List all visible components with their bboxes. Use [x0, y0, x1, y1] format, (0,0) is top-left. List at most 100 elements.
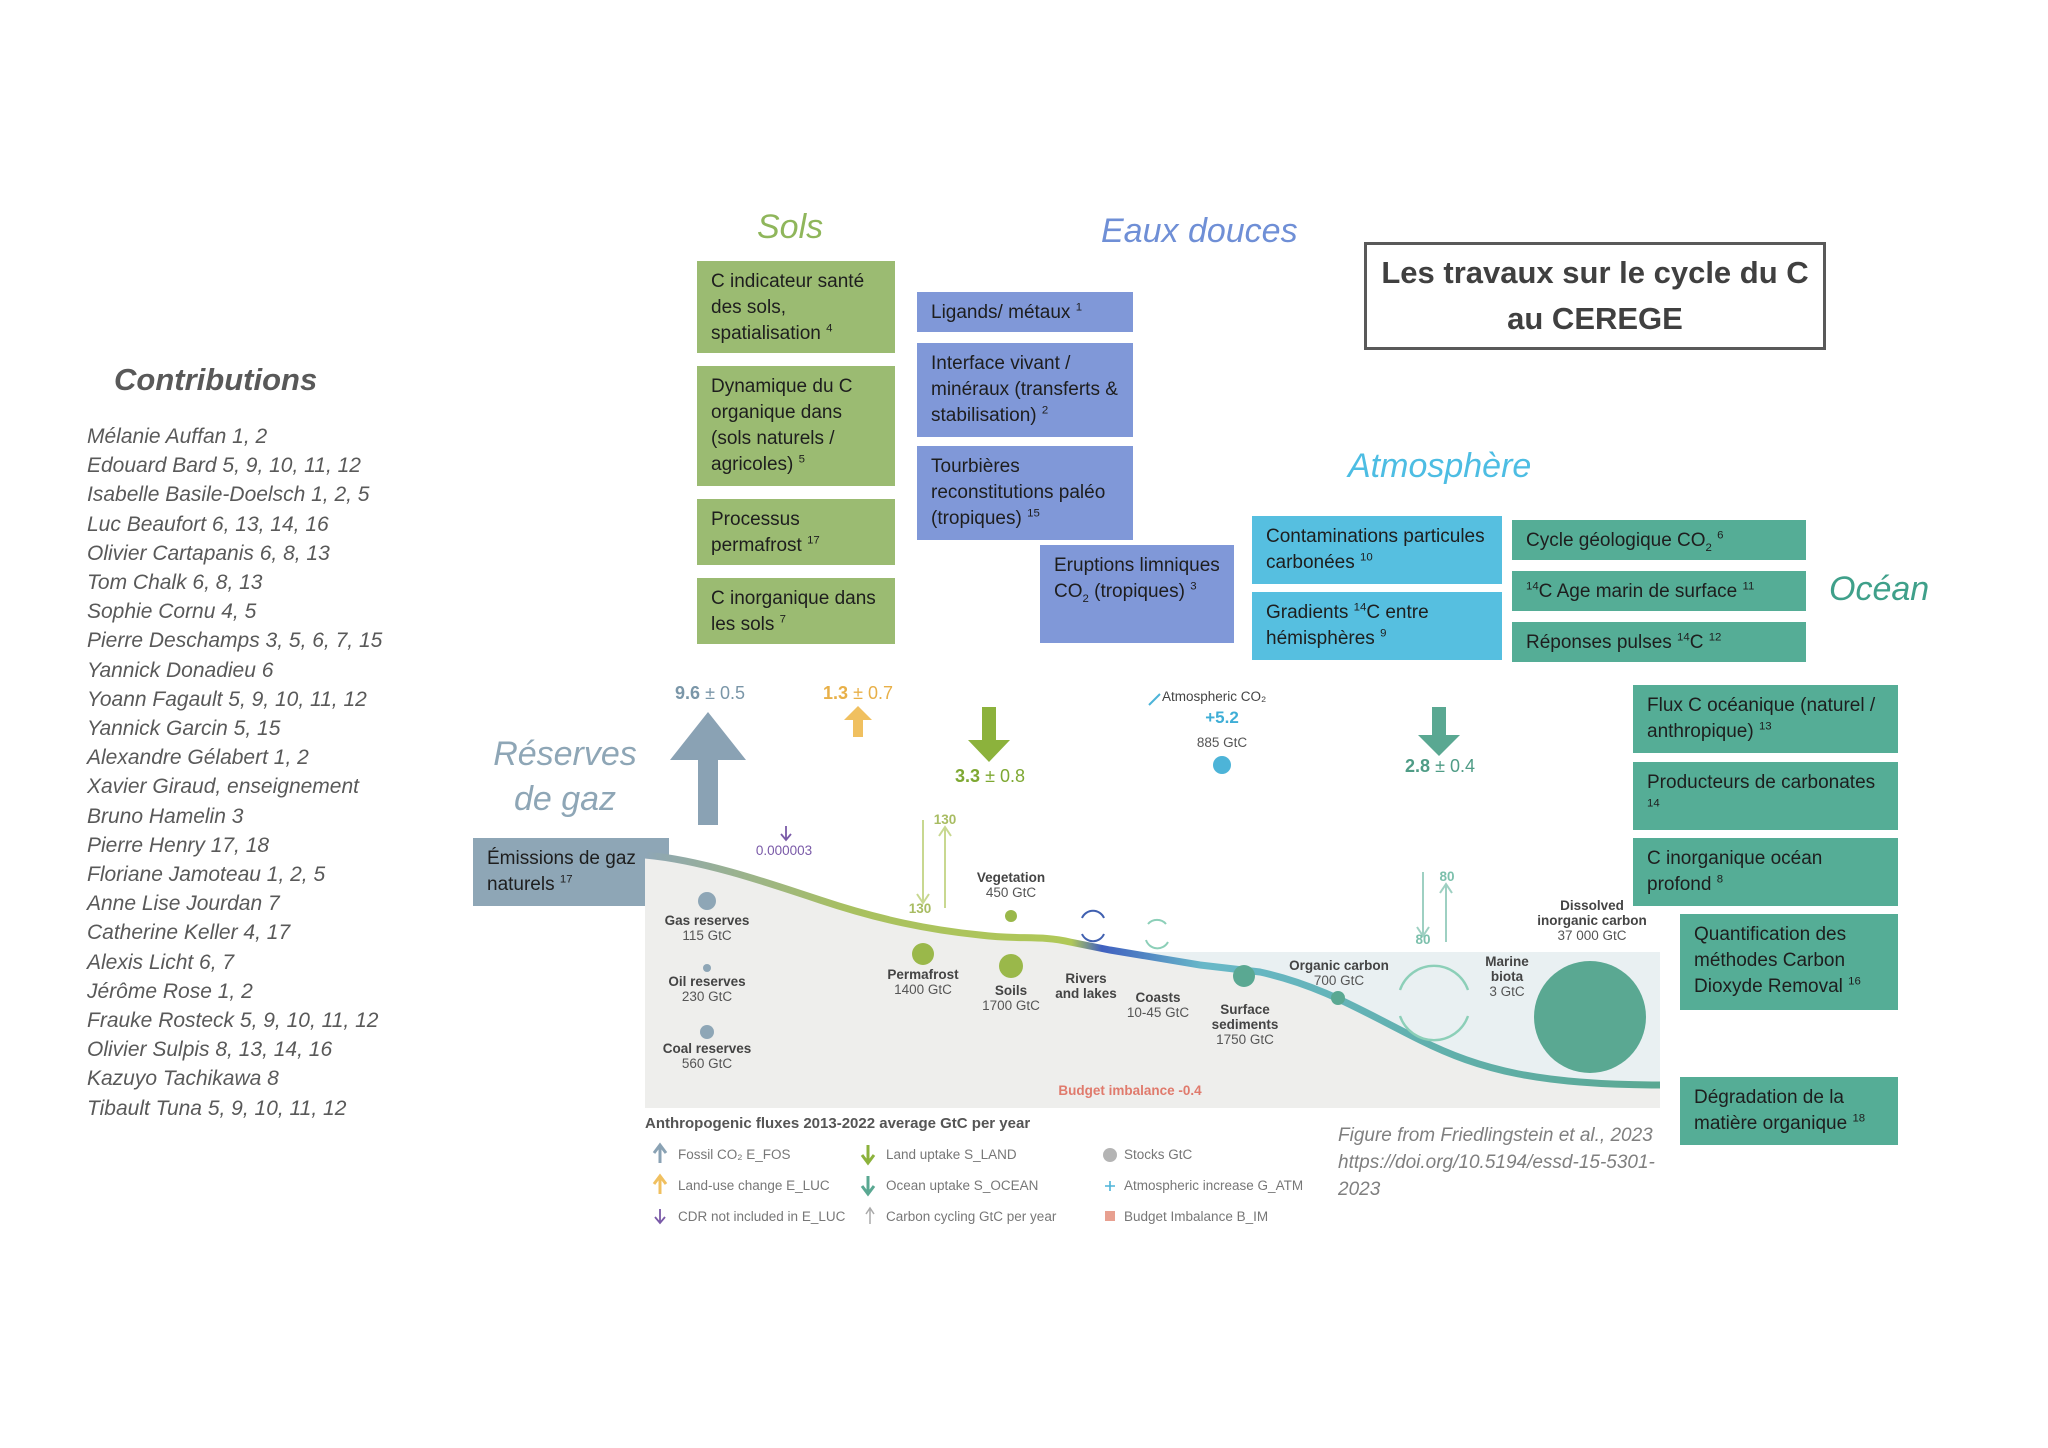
- land-uptake-arrow: [968, 707, 1010, 762]
- section-sols: Sols: [757, 208, 824, 246]
- luc-flux-label: 1.3 ± 0.7: [823, 683, 893, 703]
- legend-budget-icon: [1105, 1211, 1115, 1221]
- legend-stocks-icon: [1103, 1148, 1117, 1162]
- legend-cycling-icon: [865, 1206, 875, 1224]
- vegetation-stock: [1005, 910, 1017, 922]
- stock-label-5: Soils 1700 GtC: [982, 983, 1040, 1013]
- contributor-7: Pierre Deschamps 3, 5, 6, 7, 15: [87, 629, 383, 653]
- legend-luc: Land-use change E_LUC: [678, 1178, 830, 1193]
- legend-fossil-icon: [652, 1142, 668, 1163]
- contributor-0: Mélanie Auffan 1, 2: [87, 425, 268, 448]
- legend-land: Land uptake S_LAND: [886, 1147, 1017, 1162]
- legend-cycling: Carbon cycling GtC per year: [886, 1209, 1057, 1224]
- contributor-17: Catherine Keller 4, 17: [87, 921, 291, 945]
- contributor-5: Tom Chalk 6, 8, 13: [87, 571, 263, 595]
- contributor-12: Xavier Giraud, enseignement: [87, 775, 359, 799]
- cdr-value: 0.000003: [755, 843, 813, 858]
- figure-citation: Figure from Friedlingstein et al., 2023 …: [1338, 1125, 1655, 1200]
- contributor-6: Sophie Cornu 4, 5: [87, 600, 257, 624]
- topic-eaux-1: Interface vivant / minéraux (transferts …: [917, 343, 1133, 437]
- atm-stock-value: 885 GtC: [1196, 735, 1248, 750]
- stock-label-8: Surface sediments 1750 GtC: [1211, 1002, 1279, 1047]
- legend-atm: Atmospheric increase G_ATM: [1124, 1178, 1304, 1193]
- permafrost-stock: [912, 943, 934, 965]
- ocean-uptake-arrow: [1418, 707, 1460, 756]
- cdr-arrow: [780, 826, 792, 842]
- budget-imbalance-label: Budget imbalance -0.4: [1058, 1083, 1202, 1098]
- atm-co2-label: Atmospheric CO₂: [1162, 689, 1267, 704]
- contributor-19: Jérôme Rose 1, 2: [87, 979, 253, 1003]
- topic-ocean-left-1: 14C Age marin de surface 11: [1512, 571, 1806, 611]
- stock-label-2: Coal reserves 560 GtC: [662, 1041, 752, 1071]
- topic-ocean-right-1: Producteurs de carbonates 14: [1633, 762, 1898, 830]
- ground-backdrop: [645, 855, 1660, 1108]
- contributor-16: Anne Lise Jourdan 7: [87, 892, 280, 916]
- atm-increase-arrow: [1148, 693, 1161, 706]
- contributor-4: Olivier Cartapanis 6, 8, 13: [87, 541, 330, 565]
- topic-atm-0: Contaminations particules carbonées 10: [1252, 516, 1502, 584]
- gas-reserves-stock: [698, 892, 716, 910]
- page-title: Les travaux sur le cycle du C au CEREGE: [1364, 242, 1826, 350]
- section-ocean: Océan: [1829, 570, 1930, 608]
- ocean-flux-label: 2.8 ± 0.4: [1405, 756, 1475, 776]
- legend-land-icon: [860, 1145, 876, 1166]
- legend-stocks: Stocks GtC: [1124, 1147, 1193, 1162]
- topic-sols-2: Processus permafrost 17: [697, 499, 895, 565]
- coal-reserves-stock: [700, 1025, 714, 1039]
- soils-stock: [999, 954, 1023, 978]
- topic-sols-1: Dynamique du C organique dans (sols natu…: [697, 366, 895, 486]
- stock-label-0: Gas reserves 115 GtC: [664, 913, 750, 943]
- atmosphere-stock: [1213, 756, 1231, 774]
- contributions-heading: Contributions: [114, 362, 318, 397]
- stock-label-11: Dissolved inorganic carbon 37 000 GtC: [1537, 898, 1647, 943]
- topic-ocean-right-2: C inorganique océan profond 8: [1633, 838, 1898, 906]
- ocean-cycle-down: [1416, 872, 1430, 938]
- contributor-14: Pierre Henry 17, 18: [87, 833, 270, 857]
- contributor-11: Alexandre Gélabert 1, 2: [87, 746, 309, 770]
- topic-ocean-right-0: Flux C océanique (naturel / anthropique)…: [1633, 685, 1898, 753]
- ocean-cycle-up-value: 80: [1439, 869, 1455, 884]
- stock-label-4: Vegetation 450 GtC: [976, 870, 1046, 900]
- topic-sols-0: C indicateur santé des sols, spatialisat…: [697, 261, 895, 353]
- topic-atm-1: Gradients 14C entre hémisphères 9: [1252, 592, 1502, 660]
- stock-label-6: Rivers and lakes: [1055, 971, 1117, 1001]
- ocean-backdrop: [1120, 952, 1660, 1085]
- land-cycle-down: [916, 820, 930, 905]
- legend-ocean-icon: [860, 1176, 876, 1197]
- legend-title: Anthropogenic fluxes 2013-2022 average G…: [645, 1115, 1031, 1132]
- contributor-23: Tibault Tuna 5, 9, 10, 11, 12: [87, 1096, 347, 1120]
- contributor-15: Floriane Jamoteau 1, 2, 5: [87, 863, 326, 887]
- coasts-cycle-icon: [1145, 918, 1169, 950]
- land-cycle-up-value: 130: [933, 812, 957, 827]
- legend-ocean: Ocean uptake S_OCEAN: [886, 1178, 1039, 1193]
- topic-gaz: Émissions de gaz naturels 17: [473, 838, 669, 906]
- land-cycle-down-value: 130: [908, 901, 932, 916]
- topic-eaux-3: Eruptions limniques CO2 (tropiques) 3: [1040, 545, 1234, 643]
- section-atmosphere: Atmosphère: [1348, 447, 1532, 485]
- topic-sols-3: C inorganique dans les sols 7: [697, 578, 895, 644]
- rivers-cycle-icon: [1081, 909, 1105, 943]
- landscape-profile: [644, 851, 1661, 1089]
- dissolved-inorganic-carbon-stock: [1534, 961, 1646, 1073]
- legend-cdr: CDR not included in E_LUC: [678, 1209, 846, 1224]
- legend-cdr-icon: [654, 1209, 666, 1225]
- contributor-9: Yoann Fagault 5, 9, 10, 11, 12: [87, 687, 367, 711]
- land-flux-label: 3.3 ± 0.8: [955, 766, 1025, 786]
- stock-label-3: Permafrost 1400 GtC: [887, 967, 959, 997]
- topic-eaux-0: Ligands/ métaux 1: [917, 292, 1133, 332]
- contributor-8: Yannick Donadieu 6: [87, 658, 274, 682]
- topic-ocean-right-3: Quantification des méthodes Carbon Dioxy…: [1680, 914, 1898, 1010]
- contributor-21: Olivier Sulpis 8, 13, 14, 16: [87, 1038, 333, 1062]
- ocean-cycle-up: [1439, 882, 1453, 942]
- contributor-1: Edouard Bard 5, 9, 10, 11, 12: [87, 454, 361, 478]
- atm-increase-value: +5.2: [1205, 708, 1239, 727]
- oil-reserves-stock: [703, 964, 711, 972]
- contributor-3: Luc Beaufort 6, 13, 14, 16: [87, 512, 329, 536]
- stock-label-1: Oil reserves 230 GtC: [668, 974, 746, 1004]
- fossil-arrow: [670, 712, 746, 825]
- legend-budget: Budget Imbalance B_IM: [1124, 1209, 1269, 1224]
- stock-label-9: Organic carbon 700 GtC: [1289, 958, 1389, 988]
- ocean-cycle-down-value: 80: [1415, 932, 1431, 947]
- contributor-13: Bruno Hamelin 3: [87, 804, 244, 828]
